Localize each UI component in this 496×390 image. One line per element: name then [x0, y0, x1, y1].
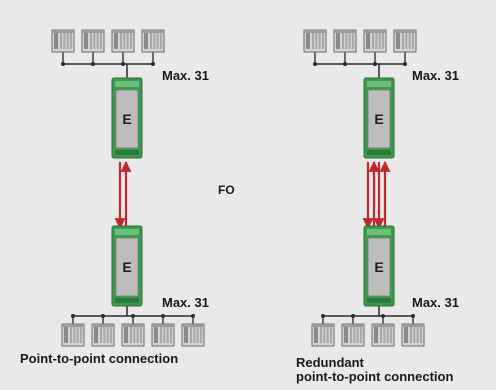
left-bottom-module: E	[111, 225, 143, 307]
left-bottom-device-icon	[121, 323, 145, 347]
fiber-optic-label: FO	[218, 183, 235, 197]
left-top-module-letter: E	[122, 111, 131, 127]
right-bottom-device-icon	[311, 323, 335, 347]
left-bottom-module-letter: E	[122, 259, 131, 275]
left-top-module: E	[111, 77, 143, 159]
right-bottom-device-icon	[341, 323, 365, 347]
left-bottom-device-icon	[91, 323, 115, 347]
left-caption: Point-to-point connection	[20, 351, 179, 366]
left-bottom-max-label: Max. 31	[162, 295, 209, 310]
right-bottom-module-letter: E	[374, 259, 383, 275]
right-top-device-icon	[303, 29, 327, 53]
right-top-module-letter: E	[374, 111, 383, 127]
left-bottom-device-icon	[181, 323, 205, 347]
left-top-device-icon	[51, 29, 75, 53]
left-top-max-label: Max. 31	[162, 68, 209, 83]
right-bottom-device-icon	[371, 323, 395, 347]
left-top-device-icon	[141, 29, 165, 53]
right-top-device-icon	[393, 29, 417, 53]
right-bottom-device-icon	[401, 323, 425, 347]
right-caption-line2: point-to-point connection	[296, 369, 454, 384]
right-top-module: E	[363, 77, 395, 159]
right-top-max-label: Max. 31	[412, 68, 459, 83]
left-bottom-device-icon	[151, 323, 175, 347]
left-top-device-icon	[81, 29, 105, 53]
left-bottom-device-icon	[61, 323, 85, 347]
left-top-device-icon	[111, 29, 135, 53]
right-top-device-icon	[363, 29, 387, 53]
right-top-device-icon	[333, 29, 357, 53]
right-bottom-max-label: Max. 31	[412, 295, 459, 310]
right-caption-line1: Redundant	[296, 355, 364, 370]
right-bottom-module: E	[363, 225, 395, 307]
